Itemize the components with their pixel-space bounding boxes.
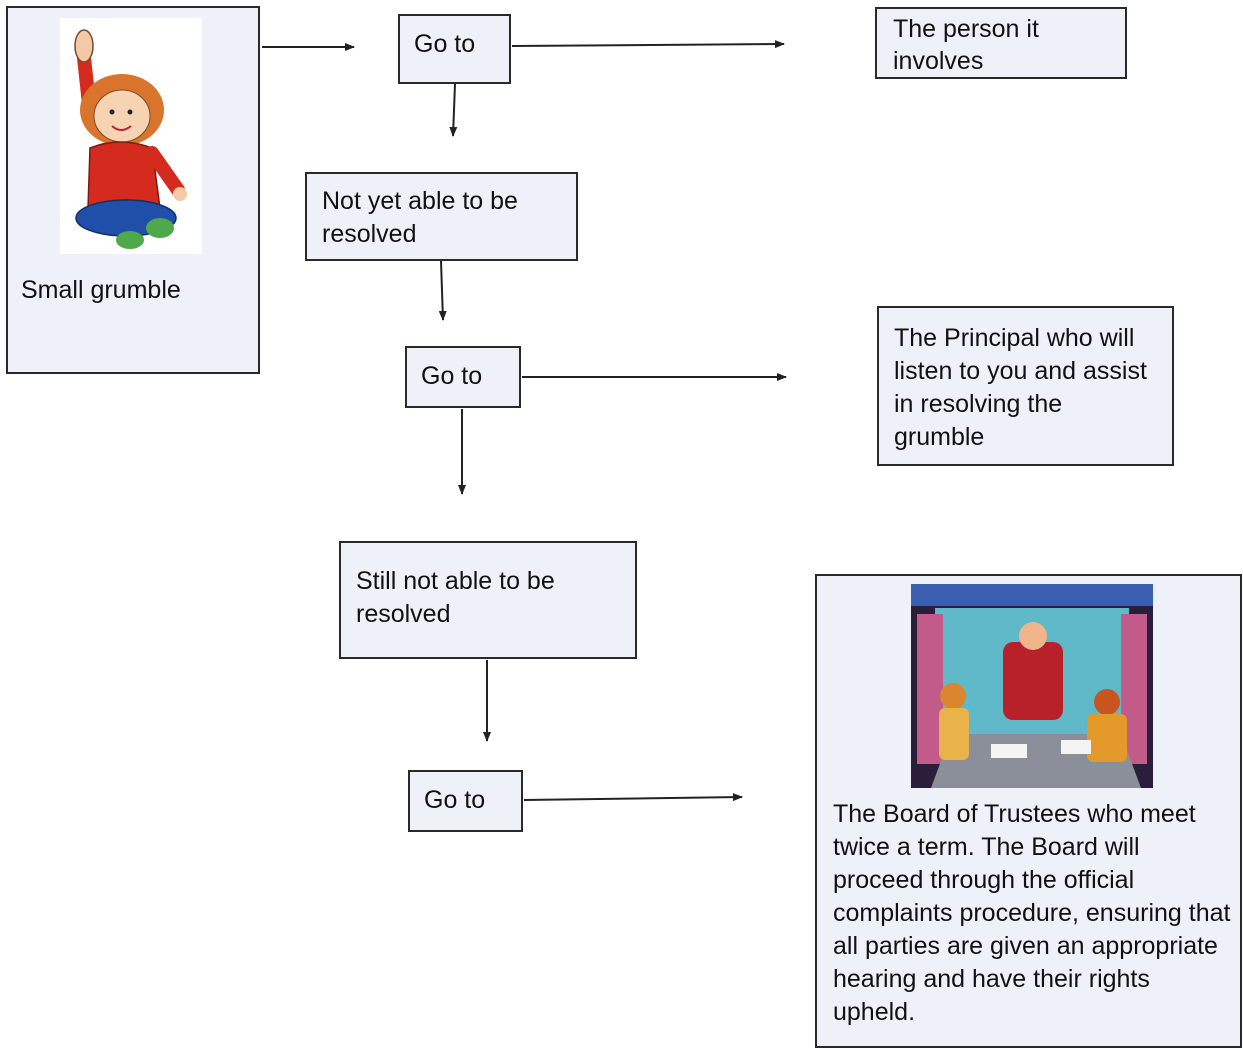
arrow-notyet-to-goto2 <box>438 260 447 321</box>
start-label: Small grumble <box>21 276 181 304</box>
board-label: The Board of Trustees who meet twice a t… <box>833 800 1231 1026</box>
goto-2-label: Go to <box>421 362 483 390</box>
child-raising-hand-icon <box>60 18 202 254</box>
goto-node-3: Go to <box>408 770 523 832</box>
start-node: Small grumble <box>6 6 260 374</box>
principal-label: The Principal who will listen to you and… <box>894 324 1147 451</box>
board-node: The Board of Trustees who meet twice a t… <box>815 574 1242 1048</box>
principal-node: The Principal who will listen to you and… <box>877 306 1174 466</box>
person-involved-label: The person it involves <box>893 15 1039 75</box>
still-not-resolved-node: Still not able to be resolved <box>339 541 637 659</box>
goto-node-1: Go to <box>398 14 511 84</box>
goto-3-label: Go to <box>424 786 486 814</box>
board-meeting-icon <box>911 584 1153 788</box>
arrow-goto1-to-notyet <box>449 83 458 137</box>
goto-node-2: Go to <box>405 346 521 408</box>
goto-1-label: Go to <box>414 30 476 58</box>
arrow-goto1-to-person <box>511 40 785 49</box>
person-involved-node: The person it involves <box>875 7 1127 79</box>
not-yet-resolved-node: Not yet able to be resolved <box>305 172 578 261</box>
arrow-goto3-to-board <box>523 793 743 802</box>
not-yet-resolved-label: Not yet able to be resolved <box>322 187 518 248</box>
still-not-resolved-label: Still not able to be resolved <box>356 567 555 628</box>
